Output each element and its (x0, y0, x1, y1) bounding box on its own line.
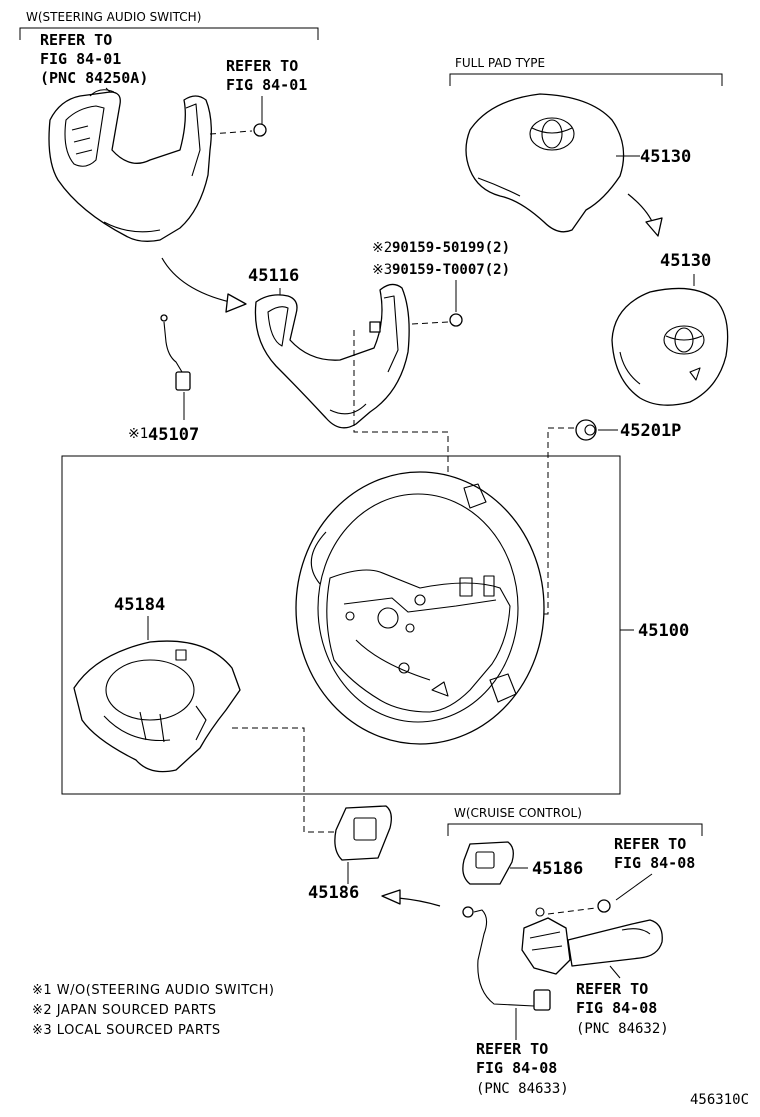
arrow-pad-transition (627, 193, 663, 237)
svg-text:REFER TO: REFER TO (576, 980, 648, 998)
assembly-box-45100 (61, 455, 621, 795)
reference-84-01: REFER TO FIG 84-01 (226, 57, 307, 124)
audio-switch-cover-illustration (48, 89, 212, 242)
svg-text:FIG 84-01: FIG 84-01 (226, 76, 307, 94)
reference-84-01-pnc: REFER TO FIG 84-01 (PNC 84250A) (40, 31, 148, 101)
cruise-control-header: W(CRUISE CONTROL) (447, 806, 703, 836)
part-45130-upper-label: 45130 (640, 147, 691, 167)
wire-45107-illustration (160, 314, 191, 420)
reference-84-08-pnc-84632: REFER TO FIG 84-08 (PNC 84632) (576, 980, 669, 1037)
reference-84-08: REFER TO FIG 84-08 (614, 835, 695, 901)
switch-cover-45186-illustration (334, 805, 392, 861)
part-45186-label: 45186 (308, 883, 359, 903)
screw-callouts: ※2 90159-50199(2) ※3 90159-T0007(2) (372, 240, 510, 327)
part-45186-cruise-label: 45186 (532, 859, 583, 879)
steering-audio-switch-header: W(STEERING AUDIO SWITCH) (19, 10, 319, 40)
column-cover-45184-illustration (73, 640, 241, 773)
steering-wheel-45100-illustration (295, 471, 545, 745)
airbag-45130-upper-illustration (465, 93, 625, 233)
svg-text:FIG 84-08: FIG 84-08 (614, 854, 695, 872)
screw-90159-T0007-label: 90159-T0007(2) (392, 262, 510, 278)
full-pad-type-header: FULL PAD TYPE (449, 56, 723, 86)
header-full-pad-type-label: FULL PAD TYPE (455, 56, 545, 70)
svg-text:FIG 84-08: FIG 84-08 (576, 999, 657, 1017)
part-45116-label: 45116 (248, 266, 299, 286)
lower-cover-45116-illustration (254, 283, 410, 429)
switch-cover-45186-cruise-illustration (462, 841, 514, 885)
nut-45201p-illustration (575, 419, 618, 441)
airbag-45130-lower-illustration (611, 287, 729, 406)
svg-text:(PNC 84633): (PNC 84633) (476, 1081, 569, 1097)
svg-text:(PNC 84250A): (PNC 84250A) (40, 69, 148, 87)
svg-text:REFER TO: REFER TO (40, 31, 112, 49)
figure-id: 456310C (690, 1092, 749, 1108)
part-45130-lower-label: 45130 (660, 251, 711, 271)
footnote-3: ※3 LOCAL SOURCED PARTS (32, 1023, 221, 1038)
footnote-1: ※1 W/O(STEERING AUDIO SWITCH) (32, 983, 274, 998)
bolt-upper-illustration (209, 123, 267, 137)
part-45100-label: 45100 (638, 621, 689, 641)
part-45201p-label: 45201P (620, 421, 681, 441)
arrow-to-45116 (161, 257, 247, 313)
arrow-to-45186 (381, 889, 441, 907)
header-steering-audio-switch-label: W(STEERING AUDIO SWITCH) (26, 10, 201, 24)
part-45107-label: 45107 (148, 425, 199, 445)
svg-text:(PNC 84632): (PNC 84632) (576, 1021, 669, 1037)
svg-text:REFER TO: REFER TO (476, 1040, 548, 1058)
svg-text:※3: ※3 (372, 262, 392, 278)
svg-text:REFER TO: REFER TO (614, 835, 686, 853)
svg-text:FIG 84-08: FIG 84-08 (476, 1059, 557, 1077)
cruise-wire-illustration (462, 906, 551, 1040)
bolt-cruise-illustration (547, 899, 611, 915)
footnote-2: ※2 JAPAN SOURCED PARTS (32, 1003, 217, 1018)
footnotes: ※1 W/O(STEERING AUDIO SWITCH) ※2 JAPAN S… (32, 983, 274, 1038)
svg-text:※2: ※2 (372, 240, 392, 256)
reference-84-08-pnc-84633: REFER TO FIG 84-08 (PNC 84633) (476, 1040, 569, 1097)
cruise-control-switch-illustration (521, 907, 663, 975)
part-45184-label: 45184 (114, 595, 165, 615)
svg-text:FIG 84-01: FIG 84-01 (40, 50, 121, 68)
svg-text:REFER TO: REFER TO (226, 57, 298, 75)
note-mark-1: ※1 (128, 426, 148, 442)
screw-90159-50199-label: 90159-50199(2) (392, 240, 510, 256)
header-cruise-control-label: W(CRUISE CONTROL) (454, 806, 582, 820)
